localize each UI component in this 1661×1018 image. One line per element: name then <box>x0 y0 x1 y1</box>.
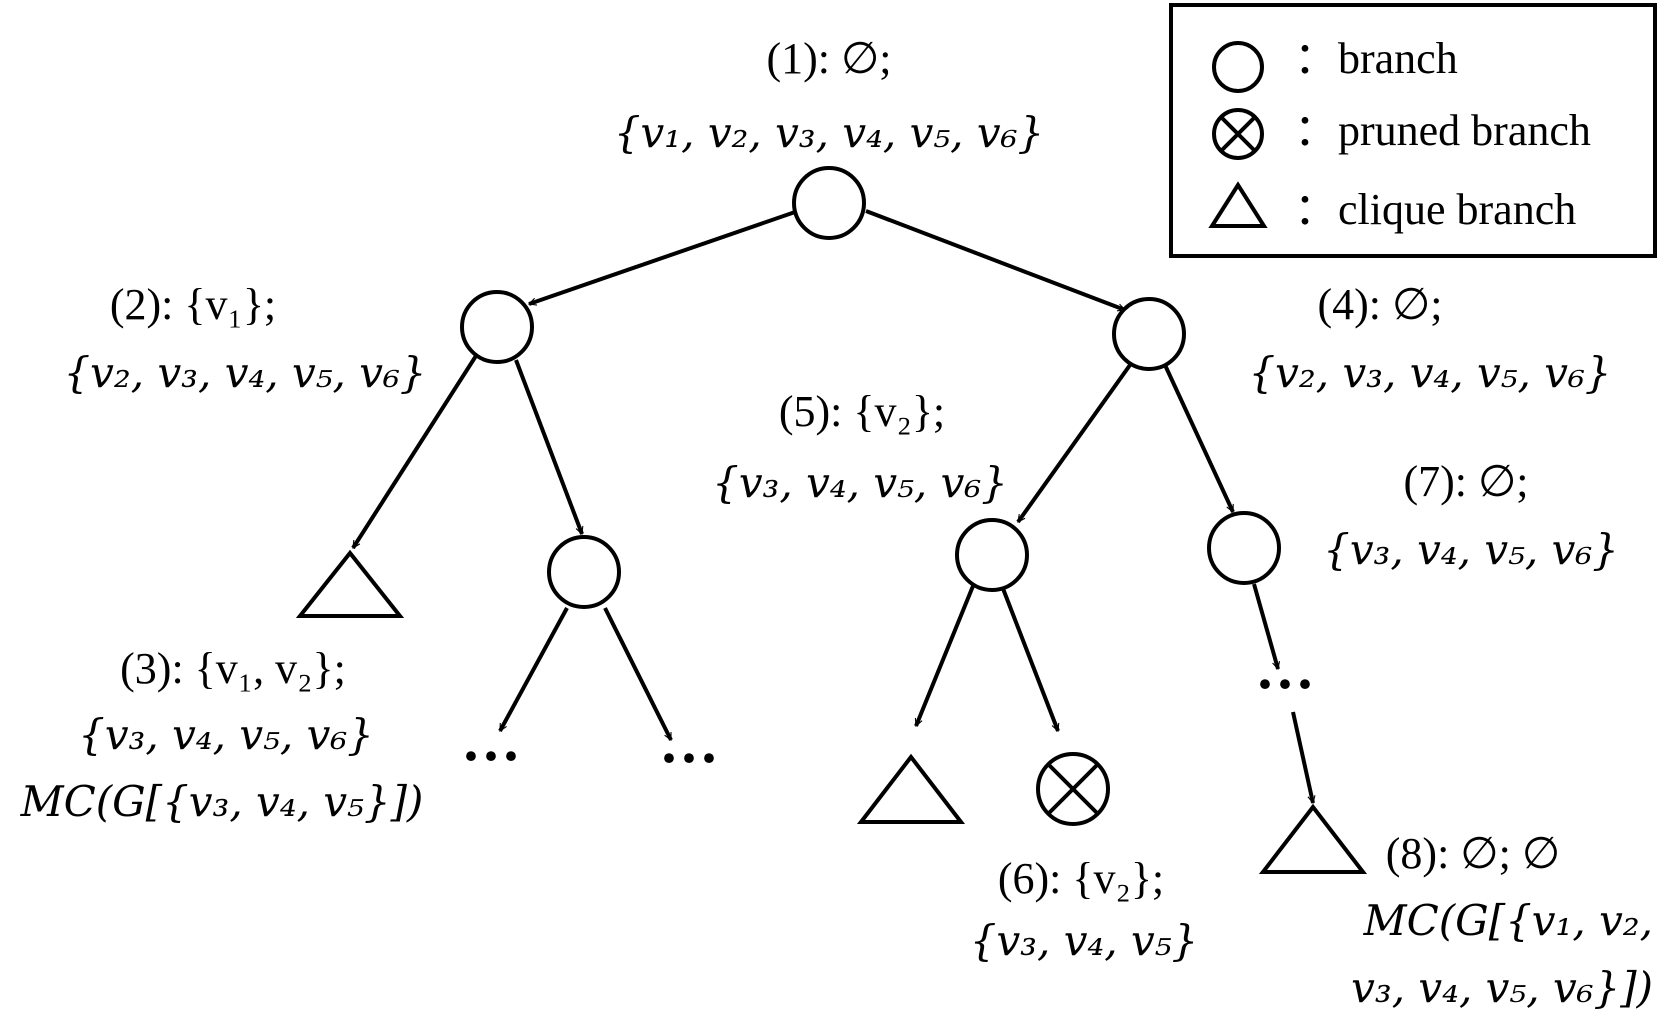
legend-clique-triangle-icon <box>1208 181 1268 228</box>
svg-text:(8): ∅; ∅: (8): ∅; ∅ <box>1386 829 1560 878</box>
edge-child-right <box>603 607 673 740</box>
edge-1-2 <box>529 209 799 306</box>
svg-text:{v₂, v₃, v₄, v₅, v₆}: {v₂, v₃, v₄, v₅, v₆} <box>1248 348 1611 397</box>
legend: ：branch ：pruned branch ：clique branch <box>1169 3 1657 258</box>
ellipsis-middle: ··· <box>659 725 719 791</box>
legend-branch-circle-icon <box>1212 41 1264 93</box>
svg-text:{v₂, v₃, v₄, v₅, v₆}: {v₂, v₃, v₄, v₅, v₆} <box>63 348 426 397</box>
svg-text:{v₃, v₄, v₅}: {v₃, v₄, v₅} <box>970 916 1199 965</box>
svg-text:{v₃, v₄, v₅, v₆}: {v₃, v₄, v₅, v₆} <box>78 710 374 759</box>
svg-text:(1): ∅;: (1): ∅; <box>766 34 891 83</box>
edge-4-7 <box>1163 364 1235 512</box>
edges <box>351 209 1313 803</box>
ellipsis-right: ··· <box>1255 651 1315 717</box>
svg-text:(5): {v₂};: (5): {v₂}; <box>779 387 945 436</box>
node-3-clique-triangle <box>295 549 405 618</box>
svg-text:v₃, v₄, v₅, v₆}]): v₃, v₄, v₅, v₆}]) <box>1351 963 1653 1012</box>
edge-7-ellipsis <box>1252 583 1278 669</box>
node-6-label: (6): {v₂}; {v₃, v₄, v₅} <box>970 854 1199 965</box>
ellipsis-left: ··· <box>461 723 521 789</box>
node-2-child-branch-circle <box>547 535 621 609</box>
node-4-label: (4): ∅; {v₂, v₃, v₄, v₅, v₆} <box>1248 280 1611 397</box>
edge-4-5 <box>1016 363 1132 524</box>
svg-text:(2): {v₁};: (2): {v₁}; <box>110 280 276 329</box>
node-1-branch-circle <box>792 166 866 240</box>
node-4-branch-circle <box>1112 297 1186 371</box>
nodes <box>295 166 1368 874</box>
node-5-branch-circle <box>955 518 1029 592</box>
node-1-label: (1): ∅; {v₁, v₂, v₃, v₄, v₅, v₆} <box>614 34 1044 157</box>
edge-1-4 <box>865 209 1125 312</box>
svg-text:(3): {v₁, v₂};: (3): {v₁, v₂}; <box>120 644 346 693</box>
node-2-label: (2): {v₁}; {v₂, v₃, v₄, v₅, v₆} <box>63 280 426 397</box>
legend-pruned-icon <box>1212 108 1264 160</box>
node-8-clique-triangle <box>1258 803 1368 874</box>
edge-5-6 <box>1000 585 1060 731</box>
node-8-label: (8): ∅; ∅ MC(G[{v₁, v₂, v₃, v₄, v₅, v₆}]… <box>1351 829 1653 1012</box>
node-7-branch-circle <box>1207 511 1281 585</box>
node-5-label: (5): {v₂}; {v₃, v₄, v₅, v₆} <box>712 387 1008 507</box>
node-3-label: (3): {v₁, v₂}; {v₃, v₄, v₅, v₆} MC(G[{v₃… <box>20 644 424 826</box>
svg-text:(4): ∅;: (4): ∅; <box>1317 280 1442 329</box>
svg-text:{v₁, v₂, v₃, v₄, v₅, v₆}: {v₁, v₂, v₃, v₄, v₅, v₆} <box>614 108 1044 157</box>
legend-clique-label: ：clique branch <box>1294 185 1576 234</box>
edge-2-3 <box>351 346 483 550</box>
svg-text:MC(G[{v₁, v₂,: MC(G[{v₁, v₂, <box>1363 896 1653 945</box>
svg-text:(6): {v₂};: (6): {v₂}; <box>998 854 1164 903</box>
node-5-clique-triangle <box>856 753 966 824</box>
svg-text:{v₃, v₄, v₅, v₆}: {v₃, v₄, v₅, v₆} <box>1323 525 1619 574</box>
node-6-pruned-branch <box>1036 752 1110 826</box>
edge-5-triangle <box>914 585 975 726</box>
legend-branch-label: ：branch <box>1294 34 1458 83</box>
node-7-label: (7): ∅; {v₃, v₄, v₅, v₆} <box>1323 457 1619 574</box>
edge-child-left <box>498 607 569 731</box>
edge-2-child <box>514 359 584 534</box>
svg-text:{v₃, v₄, v₅, v₆}: {v₃, v₄, v₅, v₆} <box>712 458 1008 507</box>
svg-text:MC(G[{v₃, v₄, v₅}]): MC(G[{v₃, v₄, v₅}]) <box>20 777 424 826</box>
node-2-branch-circle <box>460 290 534 364</box>
svg-text:(7): ∅;: (7): ∅; <box>1403 457 1528 506</box>
legend-pruned-label: ：pruned branch <box>1294 106 1591 155</box>
edge-ellipsis-8 <box>1291 711 1313 803</box>
